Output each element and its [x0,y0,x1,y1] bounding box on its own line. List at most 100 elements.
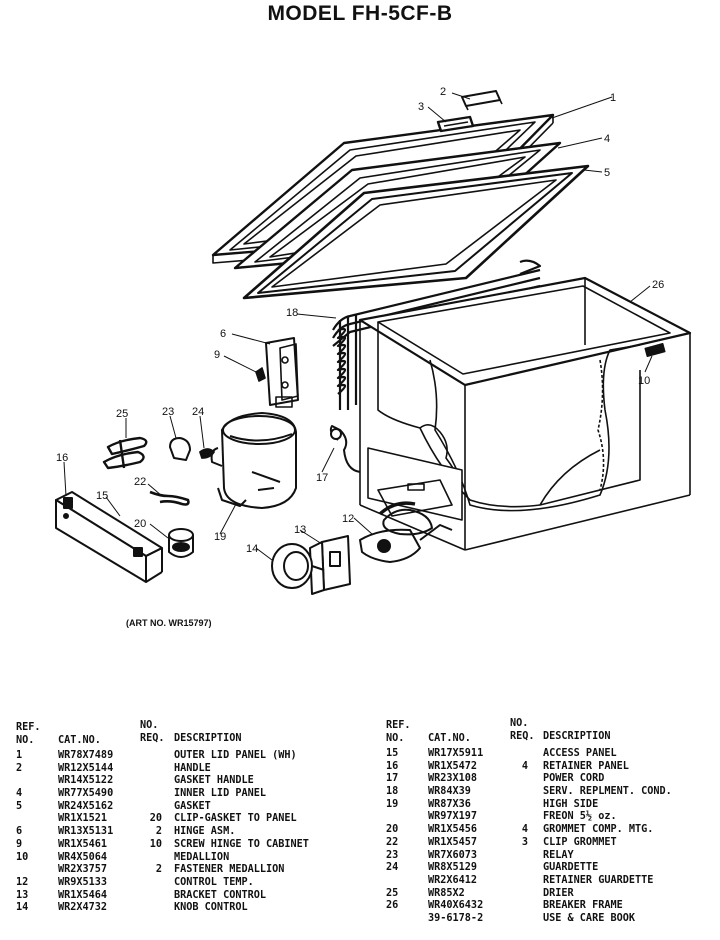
bracket-control [309,535,351,595]
relay-part [169,437,191,461]
description-cell: OUTER LID PANEL (WH) [174,750,297,761]
no-req-cell: 20 [149,813,162,825]
cat-no-cell: WR1X5457 [428,836,478,848]
cat-no-cell: WR1X1521 [58,813,108,825]
cat-no-cell: WR23X108 [428,773,478,785]
description-cell: BRACKET CONTROL [174,889,267,901]
handle-part [461,90,503,111]
header-cat-no: CAT.NO. [58,735,101,746]
description-cell: POWER CORD [543,773,605,785]
description-cell: ACCESS PANEL [543,748,617,759]
description-cell: HINGE ASM. [174,826,236,838]
callout-leaders [63,92,653,561]
access-panel [55,491,163,583]
ref-no-cell: 19 [386,798,399,810]
no-req-cell: 3 [521,836,528,848]
hinge-screw [255,367,266,382]
callout-3: 3 [418,101,424,113]
description-cell: GASKET HANDLE [174,775,254,787]
description-cell: USE & CARE BOOK [543,912,636,924]
compressor-high-side [210,412,297,509]
cat-no-cell: WR9X5133 [58,876,108,888]
callout-20: 20 [134,518,146,530]
description-cell: KNOB CONTROL [174,902,248,914]
drier-part [102,436,148,470]
parts-row: 1 WR78X7489 OUTER LID PANEL (WH) [16,750,356,763]
guardette-part [199,448,215,459]
ref-no-cell: 24 [386,862,399,874]
parts-row: 19 WR87X36 HIGH SIDE [386,799,716,812]
description-cell: CONTROL TEMP. [174,876,254,888]
cat-no-cell: WR1X5472 [428,760,478,772]
callout-18: 18 [286,307,298,319]
header-ref-no: REF. NO. [16,722,41,746]
header-description: DESCRIPTION [543,731,611,742]
cat-no-cell: WR24X5162 [58,800,114,812]
ref-no-cell: 14 [16,902,29,914]
callout-19: 19 [214,531,226,543]
ref-no-cell: 26 [386,900,399,912]
page-title: MODEL FH-5CF-B [267,2,453,25]
no-req-cell: 4 [521,824,528,836]
cat-no-cell: WR1X5464 [58,889,108,901]
ref-no-cell: 1 [16,750,23,761]
header-ref-no: REF. NO. [386,720,411,744]
cat-no-cell: WR87X36 [428,798,471,810]
parts-row: 17 WR23X108 POWER CORD [386,773,716,786]
description-cell: MEDALLION [174,851,230,863]
description-cell: SERV. REPLMENT. COND. [543,786,672,798]
cabinet-breaker-frame [358,276,692,551]
callout-13: 13 [294,524,306,536]
cat-no-cell: WR12X5144 [58,762,114,774]
callout-25: 25 [116,408,128,420]
callout-14: 14 [246,543,258,555]
ref-no-cell: 17 [386,773,399,785]
description-cell: HIGH SIDE [543,798,599,810]
grommet-comp-mtg [168,528,194,558]
callout-4: 4 [604,133,610,145]
ref-no-cell: 5 [16,800,23,812]
callout-22: 22 [134,476,146,488]
cat-no-cell: WR77X5490 [58,788,114,800]
cat-no-cell: WR2X4732 [58,902,108,914]
cat-no-cell: WR1X5461 [58,838,108,850]
cat-no-cell: WR17X5911 [428,748,484,759]
callout-17: 17 [316,472,328,484]
no-req-cell: 2 [155,826,162,838]
control-temp [359,501,453,563]
no-req-cell: 4 [521,760,528,772]
condenser-coil [332,259,542,410]
no-req-cell: 2 [155,864,162,876]
description-cell: BREAKER FRAME [543,900,623,912]
ref-no-cell: 9 [16,838,23,850]
ref-no-cell: 22 [386,836,399,848]
no-req-cell: 10 [149,838,162,850]
ref-no-cell: 25 [386,887,399,899]
cat-no-cell: WR78X7489 [58,750,114,761]
cat-no-cell: WR13X5131 [58,826,114,838]
ref-no-cell: 16 [386,760,399,772]
ref-no-cell: 23 [386,849,399,861]
lid-assembly [211,90,590,300]
ref-no-cell: 10 [16,851,29,863]
description-cell: RELAY [543,849,574,861]
